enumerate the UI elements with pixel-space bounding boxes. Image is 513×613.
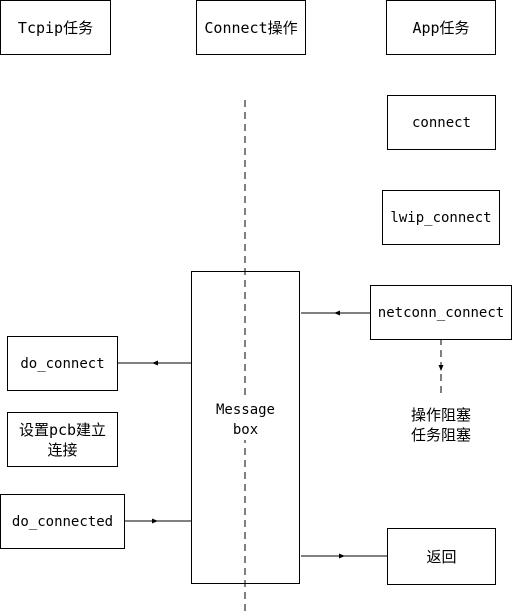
do-connect-box: do_connect [7, 336, 118, 391]
return-box: 返回 [387, 528, 496, 585]
do-connected-box: do_connected [0, 494, 125, 549]
arrowhead-netconn-to-message [334, 310, 340, 316]
connect-box: connect [387, 95, 496, 150]
arrowhead-do-connected-to-message [152, 518, 158, 524]
header-connect-operation: Connect操作 [196, 0, 306, 55]
message-box-label: Message box [215, 400, 275, 440]
arrowhead-message-to-return [339, 553, 345, 559]
lwip-connect-box: lwip_connect [382, 190, 500, 245]
header-app-task: App任务 [386, 0, 496, 55]
blocked-note: 操作阻塞 任务阻塞 [410, 406, 471, 444]
setup-pcb-box: 设置pcb建立 连接 [7, 412, 118, 467]
header-tcpip-task: Tcpip任务 [0, 0, 111, 55]
netconn-connect-box: netconn_connect [370, 285, 512, 340]
arrowhead-to-blocked [438, 365, 444, 371]
message-box: Message box [191, 271, 300, 584]
arrowhead-message-to-do-connect [152, 360, 158, 366]
